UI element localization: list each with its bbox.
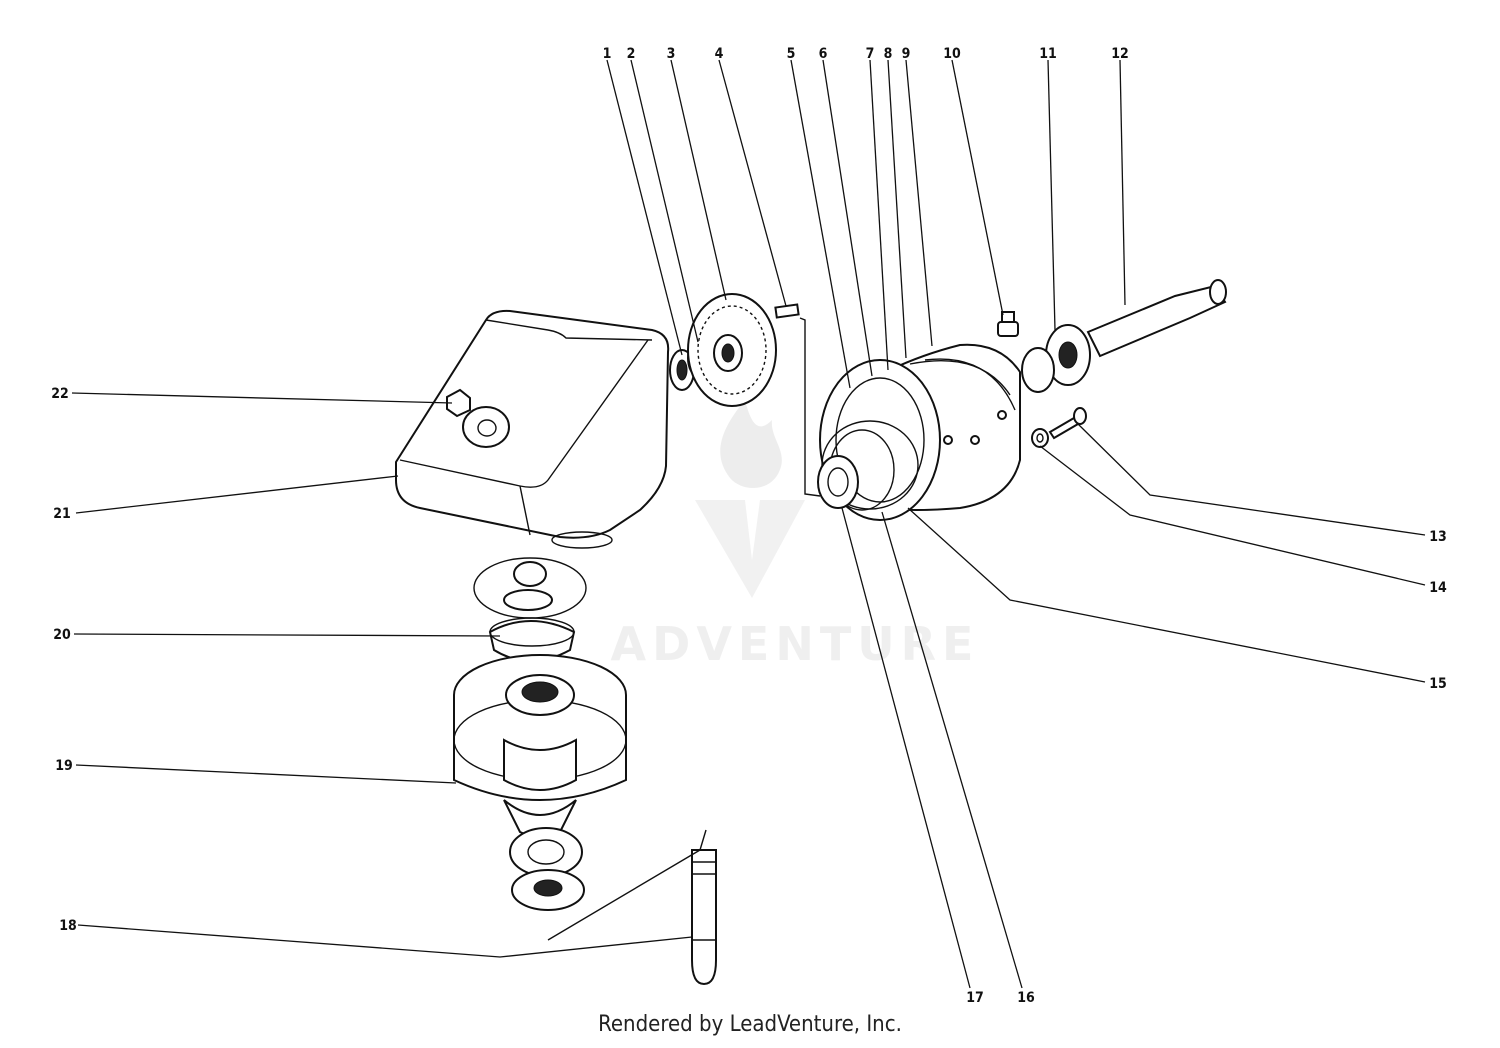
callout-20[interactable]: 20 (53, 627, 71, 643)
leader-22 (71, 392, 453, 404)
callout-19[interactable]: 19 (55, 758, 73, 774)
callout-13[interactable]: 13 (1429, 529, 1447, 545)
part-lower-bearings[interactable] (509, 827, 585, 911)
leader-8 (887, 59, 907, 359)
callout-1[interactable]: 1 (603, 46, 612, 62)
leader-10 (951, 59, 1004, 316)
watermark-flame-icon (720, 400, 782, 489)
leader-4 (718, 59, 787, 307)
watermark-text: ADVENTURE (611, 617, 980, 671)
leader-3 (670, 59, 727, 301)
leader-7 (869, 59, 889, 371)
callout-15[interactable]: 15 (1429, 676, 1447, 692)
key-guide-line (799, 317, 821, 497)
part-4-key[interactable] (774, 303, 800, 319)
part-17-bearing[interactable] (817, 455, 859, 509)
leader-20 (73, 633, 501, 637)
leader-lines (71, 59, 1426, 989)
part-22-plug[interactable] (446, 388, 471, 418)
callout-11[interactable]: 11 (1039, 46, 1057, 62)
leader-15 (907, 507, 1426, 683)
leader-12 (1119, 59, 1126, 306)
callout-9[interactable]: 9 (902, 46, 911, 62)
leader-9 (905, 59, 933, 347)
watermark: ADVENTURE (611, 400, 980, 671)
part-3-bevel-gear[interactable] (687, 293, 777, 407)
callout-22[interactable]: 22 (51, 386, 69, 402)
leader-13 (1077, 423, 1426, 536)
part-20-pinion-gear[interactable] (473, 557, 587, 662)
callout-labels: 1 2 3 4 5 6 7 8 9 10 11 12 13 14 15 16 1… (51, 46, 1447, 1006)
leader-1 (606, 59, 683, 356)
callout-17[interactable]: 17 (966, 990, 984, 1006)
callout-14[interactable]: 14 (1429, 580, 1447, 596)
callout-8[interactable]: 8 (884, 46, 893, 62)
leader-11 (1047, 59, 1056, 331)
part-14-washer[interactable] (1031, 428, 1049, 448)
leader-19 (75, 764, 457, 784)
leader-21 (75, 475, 399, 514)
part-10-grease-fitting[interactable] (997, 311, 1019, 337)
callout-4[interactable]: 4 (715, 46, 724, 62)
part-18-output-shaft[interactable] (691, 849, 717, 986)
part-12-input-shaft[interactable] (1086, 279, 1227, 358)
part-21-gear-housing[interactable] (395, 309, 670, 549)
callout-3[interactable]: 3 (667, 46, 676, 62)
callout-5[interactable]: 5 (787, 46, 796, 62)
leader-6 (822, 59, 873, 377)
callout-6[interactable]: 6 (819, 46, 828, 62)
callout-21[interactable]: 21 (53, 506, 71, 522)
watermark-v-icon (695, 500, 805, 598)
callout-2[interactable]: 2 (627, 46, 636, 62)
callout-7[interactable]: 7 (866, 46, 875, 62)
part-11-bearing[interactable] (1021, 324, 1091, 393)
leader-5 (790, 59, 851, 389)
part-19-lower-housing[interactable] (453, 654, 627, 838)
leader-14 (1039, 445, 1426, 586)
leader-18 (77, 924, 693, 958)
footer-credit: Rendered by LeadVenture, Inc. (598, 1012, 902, 1037)
leader-17 (841, 507, 971, 989)
leader-2 (630, 59, 699, 343)
callout-12[interactable]: 12 (1111, 46, 1129, 62)
callout-16[interactable]: 16 (1017, 990, 1035, 1006)
callout-18[interactable]: 18 (59, 918, 77, 934)
callout-10[interactable]: 10 (943, 46, 961, 62)
leader-16 (881, 511, 1023, 989)
shaft-guide-line (547, 829, 707, 941)
part-13-bolt[interactable] (1048, 407, 1087, 440)
